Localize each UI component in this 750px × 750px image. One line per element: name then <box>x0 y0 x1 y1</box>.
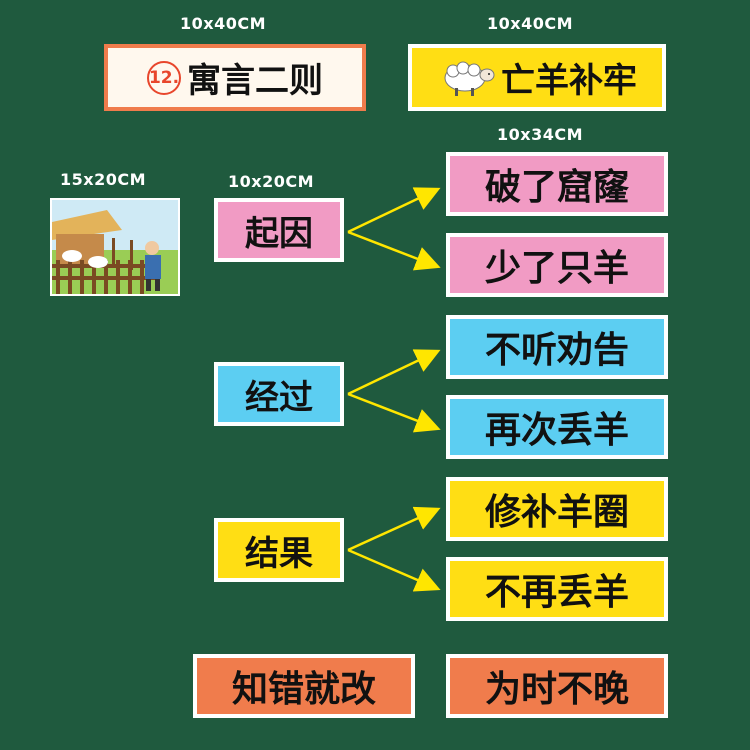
story-title: 亡羊补牢 <box>501 61 637 101</box>
cause-item-1: 破了窟窿 <box>446 152 668 216</box>
result-item-2: 不再丢羊 <box>446 557 668 621</box>
subtitle-size-label: 10x40CM <box>487 14 574 33</box>
sheep-icon <box>444 61 495 96</box>
process-item-2: 再次丢羊 <box>446 395 668 459</box>
moral-card-1: 知错就改 <box>193 654 415 718</box>
answer-size-label: 10x34CM <box>497 125 584 144</box>
lesson-number-badge: 12. <box>147 60 181 95</box>
lesson-title-card: 12. 寓言二则 <box>104 44 366 111</box>
story-illustration <box>50 198 180 296</box>
result-item-1: 修补羊圈 <box>446 477 668 541</box>
story-title-card: 亡羊补牢 <box>408 44 666 111</box>
title-size-label: 10x40CM <box>180 14 267 33</box>
cause-item-2: 少了只羊 <box>446 233 668 297</box>
moral-card-2: 为时不晚 <box>446 654 668 718</box>
farm-scene-icon <box>52 200 178 294</box>
section-size-label: 10x20CM <box>228 172 315 191</box>
section-process-card: 经过 <box>214 362 344 426</box>
section-result-card: 结果 <box>214 518 344 582</box>
process-item-1: 不听劝告 <box>446 315 668 379</box>
section-cause-card: 起因 <box>214 198 344 262</box>
lesson-title: 寓言二则 <box>187 61 323 101</box>
image-size-label: 15x20CM <box>60 170 147 189</box>
